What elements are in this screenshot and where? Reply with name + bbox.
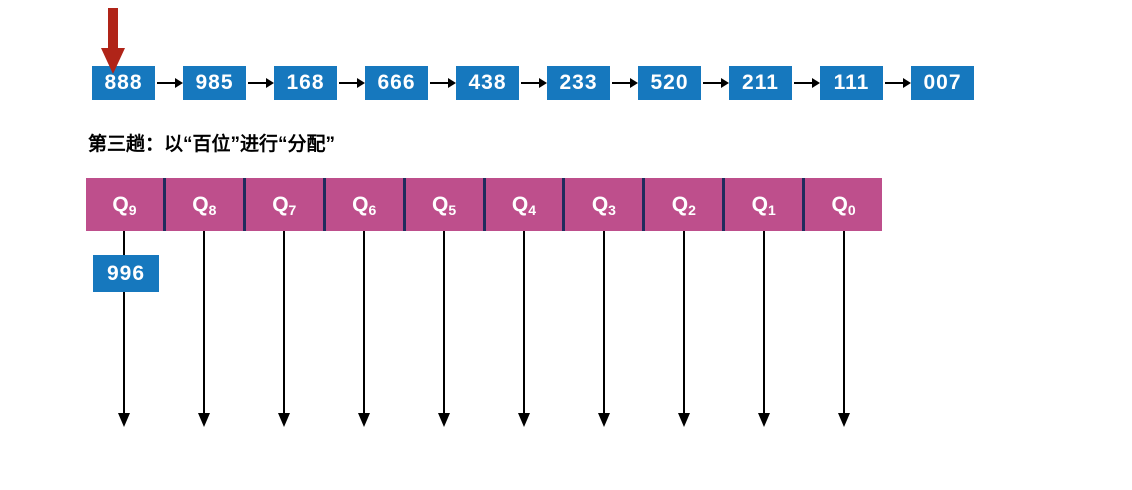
bucket-label: Q9 bbox=[112, 193, 136, 217]
bucket-cell: Q5 bbox=[405, 178, 486, 427]
next-pointer-arrow-icon bbox=[157, 78, 183, 88]
bucket-letter: Q bbox=[591, 192, 609, 216]
bucket-letter: Q bbox=[831, 192, 848, 216]
bucket-subscript: 9 bbox=[128, 201, 137, 218]
list-node: 168 bbox=[274, 66, 365, 100]
bucket-down-arrow-icon bbox=[278, 231, 291, 427]
bucket-label: Q1 bbox=[752, 193, 776, 217]
bucket-down-arrow-icon bbox=[517, 231, 530, 427]
bucket-cell: Q7 bbox=[245, 178, 326, 427]
next-pointer-arrow-icon bbox=[703, 78, 729, 88]
bucket-subscript: 8 bbox=[208, 201, 217, 218]
list-node: 520 bbox=[638, 66, 729, 100]
list-node-value: 438 bbox=[456, 66, 519, 100]
bucket-letter: Q bbox=[432, 192, 449, 216]
list-node: 211 bbox=[729, 66, 820, 100]
bucket-letter: Q bbox=[352, 192, 369, 216]
list-node: 438 bbox=[456, 66, 547, 100]
bucket-subscript: 2 bbox=[688, 201, 696, 218]
list-node-value: 007 bbox=[911, 66, 974, 100]
bucket-down-arrow-icon bbox=[597, 231, 610, 427]
bucket-letter: Q bbox=[671, 192, 689, 216]
current-node-pointer-arrow-icon bbox=[101, 8, 125, 74]
list-node-value: 233 bbox=[547, 66, 610, 100]
list-node-value: 666 bbox=[365, 66, 428, 100]
list-node: 007 bbox=[911, 66, 974, 100]
list-node-value: 168 bbox=[274, 66, 337, 100]
bucket-label: Q8 bbox=[192, 193, 216, 217]
bucket-subscript: 4 bbox=[528, 201, 537, 218]
bucket-letter: Q bbox=[112, 192, 129, 216]
bucket-label: Q2 bbox=[672, 193, 696, 217]
bucket-down-arrow-icon bbox=[118, 231, 131, 427]
bucket-letter: Q bbox=[192, 192, 209, 216]
bucket-label: Q7 bbox=[272, 193, 296, 217]
bucket-subscript: 1 bbox=[767, 201, 776, 218]
list-node: 985 bbox=[183, 66, 274, 100]
bucket-label: Q3 bbox=[592, 193, 616, 217]
bucket-down-arrow-icon bbox=[198, 231, 211, 427]
bucket-cell: Q6 bbox=[325, 178, 406, 427]
bucket-label: Q0 bbox=[832, 193, 856, 217]
list-node-value: 520 bbox=[638, 66, 701, 100]
list-node-value: 111 bbox=[820, 66, 883, 100]
pass-title: 第三趟：以“百位”进行“分配” bbox=[88, 134, 336, 155]
bucket-cell: Q1 bbox=[725, 178, 806, 427]
next-pointer-arrow-icon bbox=[794, 78, 820, 88]
next-pointer-arrow-icon bbox=[430, 78, 456, 88]
bucket-subscript: 7 bbox=[288, 201, 297, 218]
bucket-cell: Q2 bbox=[645, 178, 726, 427]
bucket-subscript: 5 bbox=[448, 201, 457, 218]
bucket-label: Q6 bbox=[352, 193, 376, 217]
bucket-down-arrow-icon bbox=[757, 231, 770, 427]
bucket-subscript: 0 bbox=[847, 201, 856, 218]
bucket-down-arrow-icon bbox=[358, 231, 371, 427]
list-node: 233 bbox=[547, 66, 638, 100]
list-node: 666 bbox=[365, 66, 456, 100]
bucket-cell: Q3 bbox=[565, 178, 646, 427]
bucket-cell: Q9 bbox=[86, 178, 166, 427]
next-pointer-arrow-icon bbox=[521, 78, 547, 88]
next-pointer-arrow-icon bbox=[339, 78, 365, 88]
next-pointer-arrow-icon bbox=[612, 78, 638, 88]
bucket-cell: Q0 bbox=[805, 178, 883, 427]
bucket-down-arrow-icon bbox=[837, 231, 850, 427]
bucket-letter: Q bbox=[511, 192, 529, 216]
bucket-letter: Q bbox=[751, 192, 768, 216]
bucket-subscript: 3 bbox=[608, 201, 616, 218]
bucket-row: Q9 Q8 Q7 Q6 Q5 Q4 bbox=[86, 178, 883, 427]
bucket-down-arrow-icon bbox=[677, 231, 690, 427]
placed-node-value: 996 bbox=[93, 255, 159, 292]
bucket-down-arrow-icon bbox=[438, 231, 451, 427]
bucket-letter: Q bbox=[272, 192, 289, 216]
bucket-cell: Q8 bbox=[165, 178, 246, 427]
list-node-value: 985 bbox=[183, 66, 246, 100]
bucket-label: Q4 bbox=[512, 193, 536, 217]
list-node-value: 211 bbox=[729, 66, 792, 100]
list-node: 111 bbox=[820, 66, 911, 100]
next-pointer-arrow-icon bbox=[248, 78, 274, 88]
bucket-subscript: 6 bbox=[368, 201, 377, 218]
linked-list-row: 888 985 168 666 438 bbox=[92, 66, 974, 100]
bucket-label: Q5 bbox=[432, 193, 456, 217]
next-pointer-arrow-icon bbox=[885, 78, 911, 88]
bucket-cell: Q4 bbox=[485, 178, 566, 427]
